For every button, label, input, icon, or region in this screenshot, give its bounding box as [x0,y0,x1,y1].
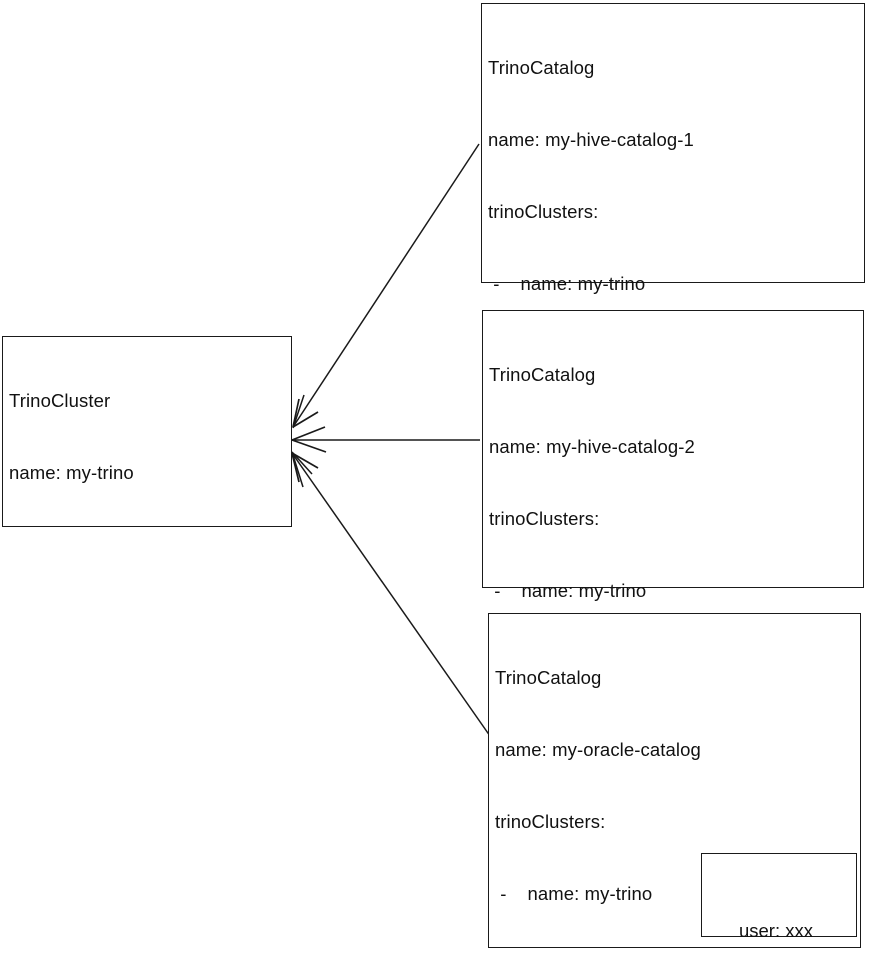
node-line: - name: my-trino [495,883,653,904]
node-trino-cluster[interactable]: TrinoCluster name: my-trino [2,336,292,527]
node-line: trinoClusters: [495,811,606,832]
node-secret-text: user: xxx password: xxx [702,868,850,954]
edge-hive-2-to-cluster [291,426,480,453]
node-line: TrinoCatalog [488,57,595,78]
node-line: TrinoCluster [9,390,111,411]
node-secret[interactable]: user: xxx password: xxx [701,853,857,941]
node-line: user: xxx [738,920,814,941]
arrowhead-barb [291,426,326,441]
node-catalog-hive-1[interactable]: TrinoCatalog name: my-hive-catalog-1 tri… [481,3,865,654]
arrowhead-barb [291,451,313,475]
node-line: - name: my-trino [488,273,646,294]
node-line: name: my-oracle-catalog [495,739,701,760]
arrowhead-barb [292,398,300,428]
edge-line [292,143,480,428]
arrowhead-barb [291,439,327,453]
edge-line [291,452,491,737]
arrowhead-barb [291,452,319,469]
node-line: TrinoCatalog [489,364,596,385]
arrowhead-barb [292,411,319,428]
node-line: trinoClusters: [489,508,600,529]
node-trino-cluster-text: TrinoCluster name: my-trino [9,341,289,533]
node-line: name: my-hive-catalog-2 [489,436,695,457]
node-catalog-hive-2[interactable]: TrinoCatalog name: my-hive-catalog-2 tri… [482,310,864,889]
node-line: TrinoCatalog [495,667,602,688]
node-line: trinoClusters: [488,201,599,222]
node-line: name: my-trino [9,462,134,483]
arrowhead-barb [291,452,300,483]
edge-hive-1-to-cluster [292,143,480,428]
edge-oracle-to-cluster [291,452,491,737]
arrowhead-cluster-cluster [291,394,313,488]
node-catalog-oracle-text: TrinoCatalog name: my-oracle-catalog tri… [495,618,858,954]
arrowhead-barb [292,394,305,429]
node-line: - name: my-trino [489,580,647,601]
arrowhead-barb [291,451,304,488]
node-line: name: my-hive-catalog-1 [488,129,694,150]
